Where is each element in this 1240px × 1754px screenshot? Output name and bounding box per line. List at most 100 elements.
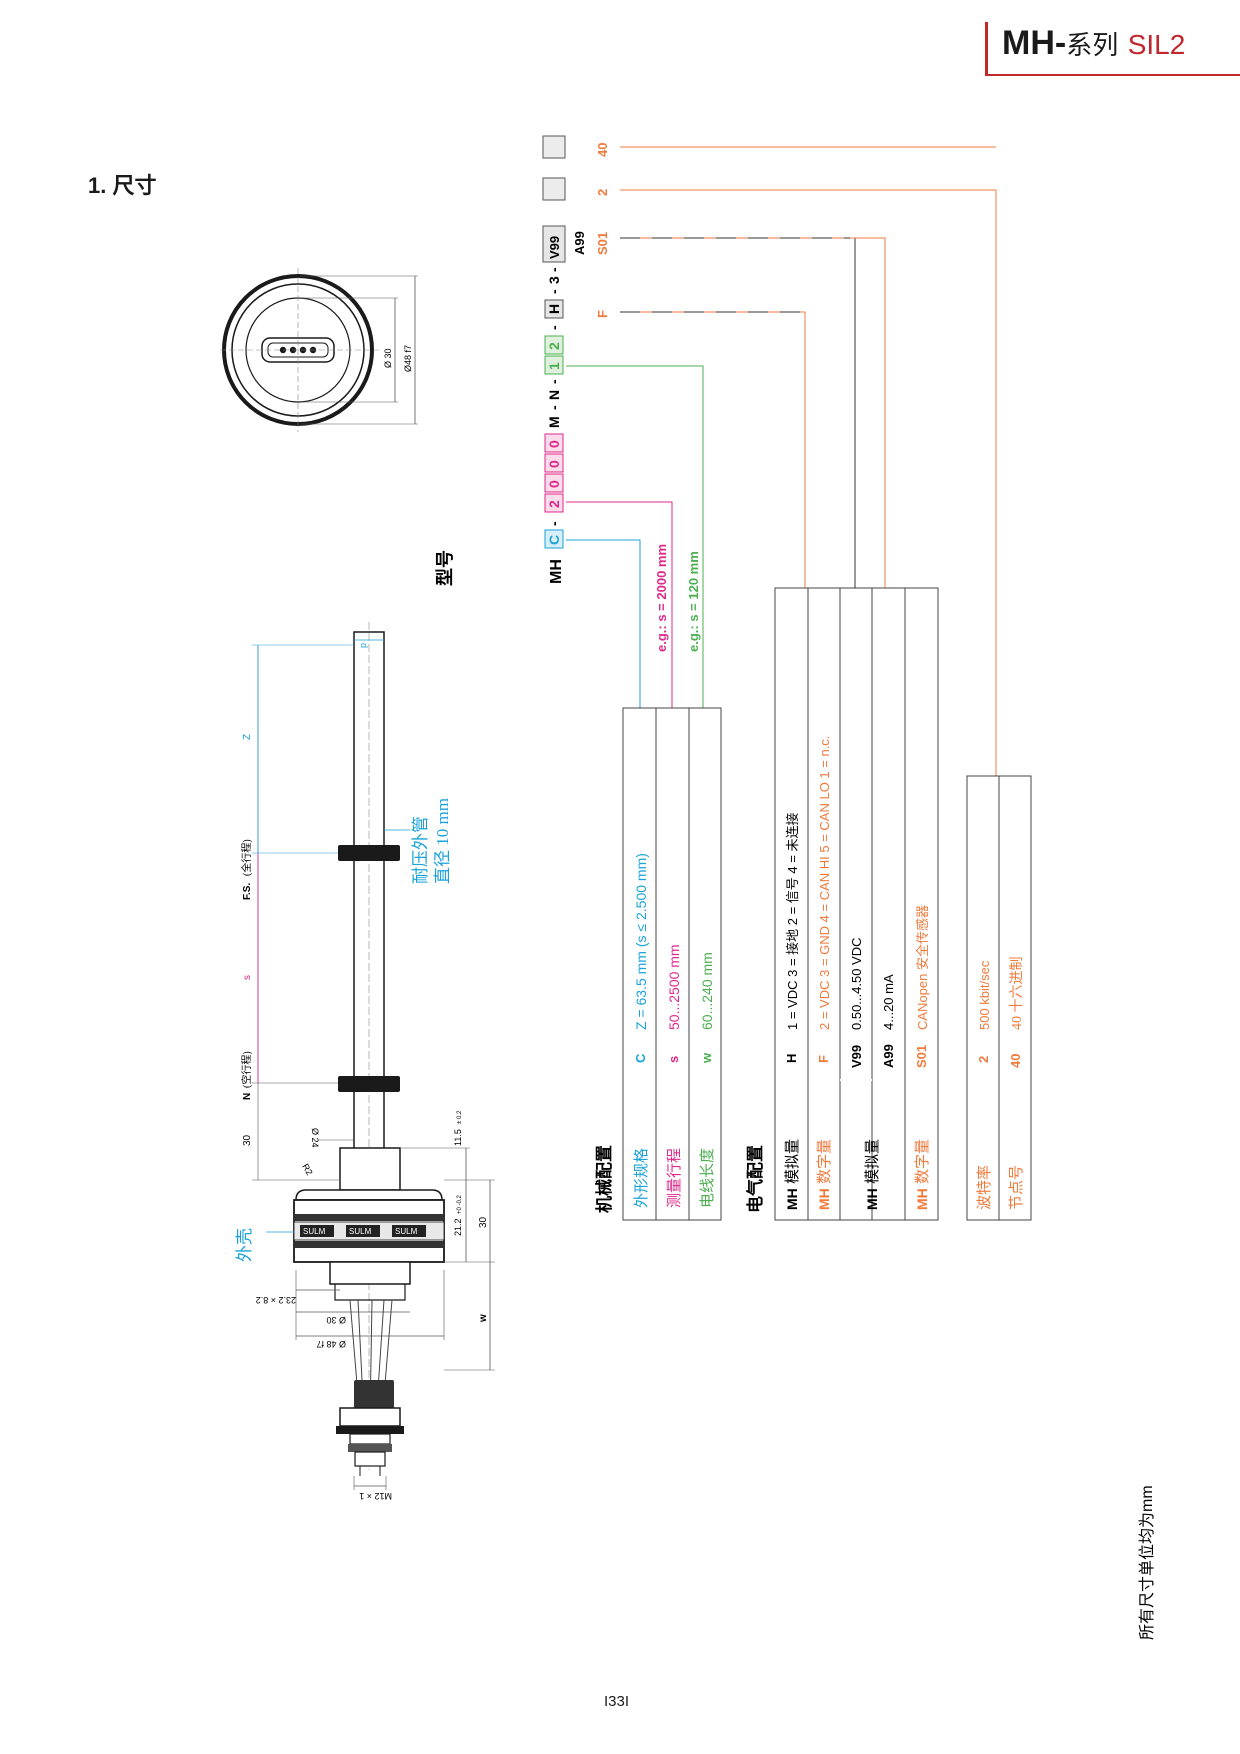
code-digit-3: 0 xyxy=(546,460,562,468)
code-v99: V99 xyxy=(547,236,562,259)
section-title: 1. 尺寸 xyxy=(88,173,157,198)
dim-r2: R2 xyxy=(300,1162,314,1177)
can-desc-node: 40 十六进制 xyxy=(1009,957,1025,1031)
elec-desc-a99: 4...20 mA xyxy=(881,974,896,1030)
elec-code-h: H xyxy=(784,1054,799,1063)
model-label: 型号 xyxy=(434,550,455,586)
model-code: MH C - 2 0 0 0 M - N - 1 2 - H - 3 - V99… xyxy=(542,135,610,584)
code-w-1: 1 xyxy=(546,362,562,370)
code-c: C xyxy=(546,535,562,545)
dim-30-right: 30 xyxy=(478,1216,489,1228)
dim-n: N xyxy=(242,1093,253,1100)
header-title: MH-系列 SIL2 xyxy=(1002,24,1186,62)
header-series: 系列 xyxy=(1066,30,1119,60)
elec-name2-v99: 模拟量 xyxy=(864,1139,881,1184)
mech-name-s: 测量行程 xyxy=(666,1148,683,1208)
code-a99: A99 xyxy=(572,231,587,255)
dim-11-5-tol: ± 0.2 xyxy=(457,1110,463,1124)
dim-21-2: 21.2 xyxy=(453,1218,463,1236)
code-m: M xyxy=(546,416,562,428)
elec-desc-h: 1 = VDC 3 = 接地 2 = 信号 4 = 未连接 xyxy=(785,813,800,1030)
mech-code-s: s xyxy=(666,1056,681,1063)
dim-d48: Ø48 f7 xyxy=(403,345,413,372)
dim-hex: 23.2 × 8.2 xyxy=(256,1295,296,1305)
mech-name-c: 外形规格 xyxy=(633,1148,650,1208)
elec-desc-s01: CANopen 安全传感器 xyxy=(915,905,930,1030)
code-2: 2 xyxy=(595,189,610,196)
dim-n-cn: (空行程) xyxy=(240,1051,253,1088)
dim-d30: Ø 30 xyxy=(383,348,393,368)
elec-name1-s01: MH xyxy=(914,1188,930,1210)
can-code-node: 40 xyxy=(1008,1054,1023,1068)
elec-code-s01: S01 xyxy=(914,1045,929,1068)
elec-code-f: F xyxy=(816,1055,831,1063)
mech-desc-s: 50...2500 mm xyxy=(666,944,682,1030)
example-w: e.g.: s = 120 mm xyxy=(686,551,701,652)
svg-text:-: - xyxy=(546,267,562,272)
header-brand: MH xyxy=(1002,24,1055,62)
mech-name-w: 电线长度 xyxy=(699,1148,716,1208)
page-number: I33I xyxy=(604,1693,630,1710)
ring-label-1: SULM xyxy=(303,1227,326,1236)
dim-fs: F.S. xyxy=(242,883,253,900)
end-view: Ø 30 Ø48 f7 xyxy=(220,268,418,432)
mech-desc-c: Z = 63.5 mm (s ≤ 2.500 mm) xyxy=(633,853,649,1030)
connector-lines xyxy=(566,146,997,776)
mech-code-w: w xyxy=(699,1052,714,1064)
dim-s: s xyxy=(242,975,253,980)
example-s: e.g.: s = 2000 mm xyxy=(654,544,669,652)
dim-30-left: 30 xyxy=(242,1134,253,1146)
footnote: 所有尺寸单位均为mm xyxy=(1138,1485,1156,1640)
elec-name1-h: MH xyxy=(784,1188,800,1210)
elec-title: 电气配置 xyxy=(745,1145,765,1213)
code-s01: S01 xyxy=(595,232,610,255)
side-view: SULM SULM SULM p Z F.S. (全行程) xyxy=(235,622,495,1501)
can-name-baud: 波特率 xyxy=(976,1165,993,1210)
elec-name2-h: 模拟量 xyxy=(784,1139,801,1184)
elec-name1-f: MH xyxy=(816,1188,832,1210)
elec-desc-v99: 0.50...4.50 VDC xyxy=(849,938,864,1031)
dim-d24: Ø 24 xyxy=(310,1128,320,1148)
code-w-2: 2 xyxy=(546,342,562,350)
svg-text:-: - xyxy=(546,405,562,410)
mech-code-c: C xyxy=(633,1053,648,1063)
dim-w: w xyxy=(478,1314,489,1323)
dim-d48-bottom: Ø 48 f7 xyxy=(316,1339,346,1349)
dim-21-2-tol: +0 -0.2 xyxy=(457,1194,463,1214)
code-40: 40 xyxy=(595,143,610,157)
elec-code-v99: V99 xyxy=(849,1045,864,1068)
code-digit-1: 2 xyxy=(546,500,562,508)
elec-name2-s01: 数字量 xyxy=(914,1139,931,1184)
code-digit-2: 0 xyxy=(546,480,562,488)
code-3: 3 xyxy=(546,276,562,284)
code-mh: MH xyxy=(548,559,565,584)
code-h: H xyxy=(546,304,562,314)
ring-label-2: SULM xyxy=(349,1227,372,1236)
code-digit-4: 0 xyxy=(546,440,562,448)
mech-title: 机械配置 xyxy=(594,1145,614,1213)
ring-label-3: SULM xyxy=(395,1227,418,1236)
header-bar xyxy=(985,22,1240,76)
dim-p: p xyxy=(358,643,368,648)
elec-name2-f: 数字量 xyxy=(816,1139,833,1184)
can-config-table: 波特率 2 500 kbit/sec 节点号 40 40 十六进制 xyxy=(966,775,1032,1221)
elec-code-a99: A99 xyxy=(881,1044,896,1068)
can-code-baud: 2 xyxy=(976,1056,991,1063)
can-name-node: 节点号 xyxy=(1008,1165,1025,1210)
header-sil: SIL2 xyxy=(1127,29,1186,60)
code-f: F xyxy=(595,310,610,318)
dim-m12: M12 × 1 xyxy=(359,1491,392,1501)
elec-desc-f: 2 = VDC 3 = GND 4 = CAN HI 5 = CAN LO 1 … xyxy=(817,736,832,1030)
code-n: N xyxy=(546,390,562,400)
elec-name1-v99: MH xyxy=(864,1188,880,1210)
dim-d30-bottom: Ø 30 xyxy=(326,1315,346,1325)
dim-11-5: 11.5 xyxy=(453,1129,463,1146)
elec-config-table: 电气配置 MH 模拟量 H 1 = VDC 3 = 接地 2 = 信号 4 = … xyxy=(745,587,939,1221)
callout-tube-line1: 耐压外管 xyxy=(411,816,430,884)
dim-z: Z xyxy=(242,734,253,740)
svg-text:-: - xyxy=(546,379,562,384)
mech-desc-w: 60...240 mm xyxy=(699,952,715,1030)
callout-housing: 外壳 xyxy=(235,1228,254,1262)
callout-tube-line2: 直径 10 mm xyxy=(433,798,452,884)
